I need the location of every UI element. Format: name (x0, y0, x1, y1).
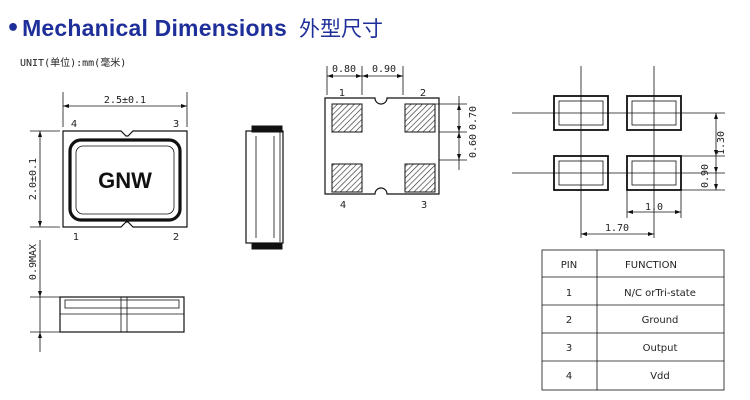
table-cell-pin: 3 (566, 343, 572, 354)
pin-table (541, 249, 725, 391)
dim-horizontal-pitch-label: 1.70 (605, 223, 629, 234)
top-view (30, 92, 188, 352)
bottom-pad-3 (404, 163, 436, 193)
top-pin-2: 2 (173, 232, 179, 243)
table-cell-function: Output (643, 343, 678, 354)
side-view (245, 125, 284, 250)
bottom-pad-1 (331, 103, 363, 133)
page-title: • Mechanical Dimensions 外型尺寸 (6, 12, 383, 44)
dim-thickness-label: 0.9MAX (28, 244, 39, 280)
table-cell-pin: 1 (566, 288, 572, 299)
top-pin-3: 3 (173, 119, 179, 130)
bottom-pin-3: 3 (421, 200, 427, 211)
dim-height-label: 2.0±0.1 (28, 158, 39, 200)
bottom-pin-4: 4 (340, 200, 346, 211)
top-pin-1: 1 (73, 232, 79, 243)
dim-pad-height-label: 0.70 (468, 106, 479, 130)
title-bullet: • (6, 15, 21, 41)
front-view (59, 296, 185, 333)
title-chinese: 外型尺寸 (299, 17, 384, 41)
bottom-pin-1: 1 (339, 88, 345, 99)
dim-width-label: 2.5±0.1 (104, 95, 146, 106)
title-english: Mechanical Dimensions (22, 14, 288, 41)
dim-pad-gap-label: 0.90 (372, 64, 396, 75)
top-pin-4: 4 (71, 119, 77, 130)
table-cell-pin: 2 (566, 315, 572, 326)
bottom-pad-4 (331, 163, 363, 193)
bottom-view (324, 66, 467, 195)
table-cell-function: Vdd (650, 371, 670, 382)
dim-vertical-pitch-label: 1.30 (716, 131, 727, 155)
brand-marking: GNW (98, 168, 152, 193)
unit-note: UNIT(单位):mm(毫米) (20, 58, 127, 69)
dim-pad-width-label: 0.80 (332, 64, 356, 75)
dim-pad-vgap-label: 0.60 (468, 134, 479, 158)
table-header-pin: PIN (561, 260, 577, 271)
table-cell-pin: 4 (566, 371, 572, 382)
bottom-pin-2: 2 (420, 88, 426, 99)
table-cell-function: N/C orTri-state (624, 288, 696, 299)
dim-land-pad-height-label: 0.90 (700, 164, 711, 188)
table-header-function: FUNCTION (625, 260, 677, 271)
table-cell-function: Ground (642, 315, 679, 326)
bottom-pad-2 (404, 103, 436, 133)
land-pattern (512, 66, 725, 238)
dim-land-pad-width-label: 1.0 (645, 202, 663, 213)
